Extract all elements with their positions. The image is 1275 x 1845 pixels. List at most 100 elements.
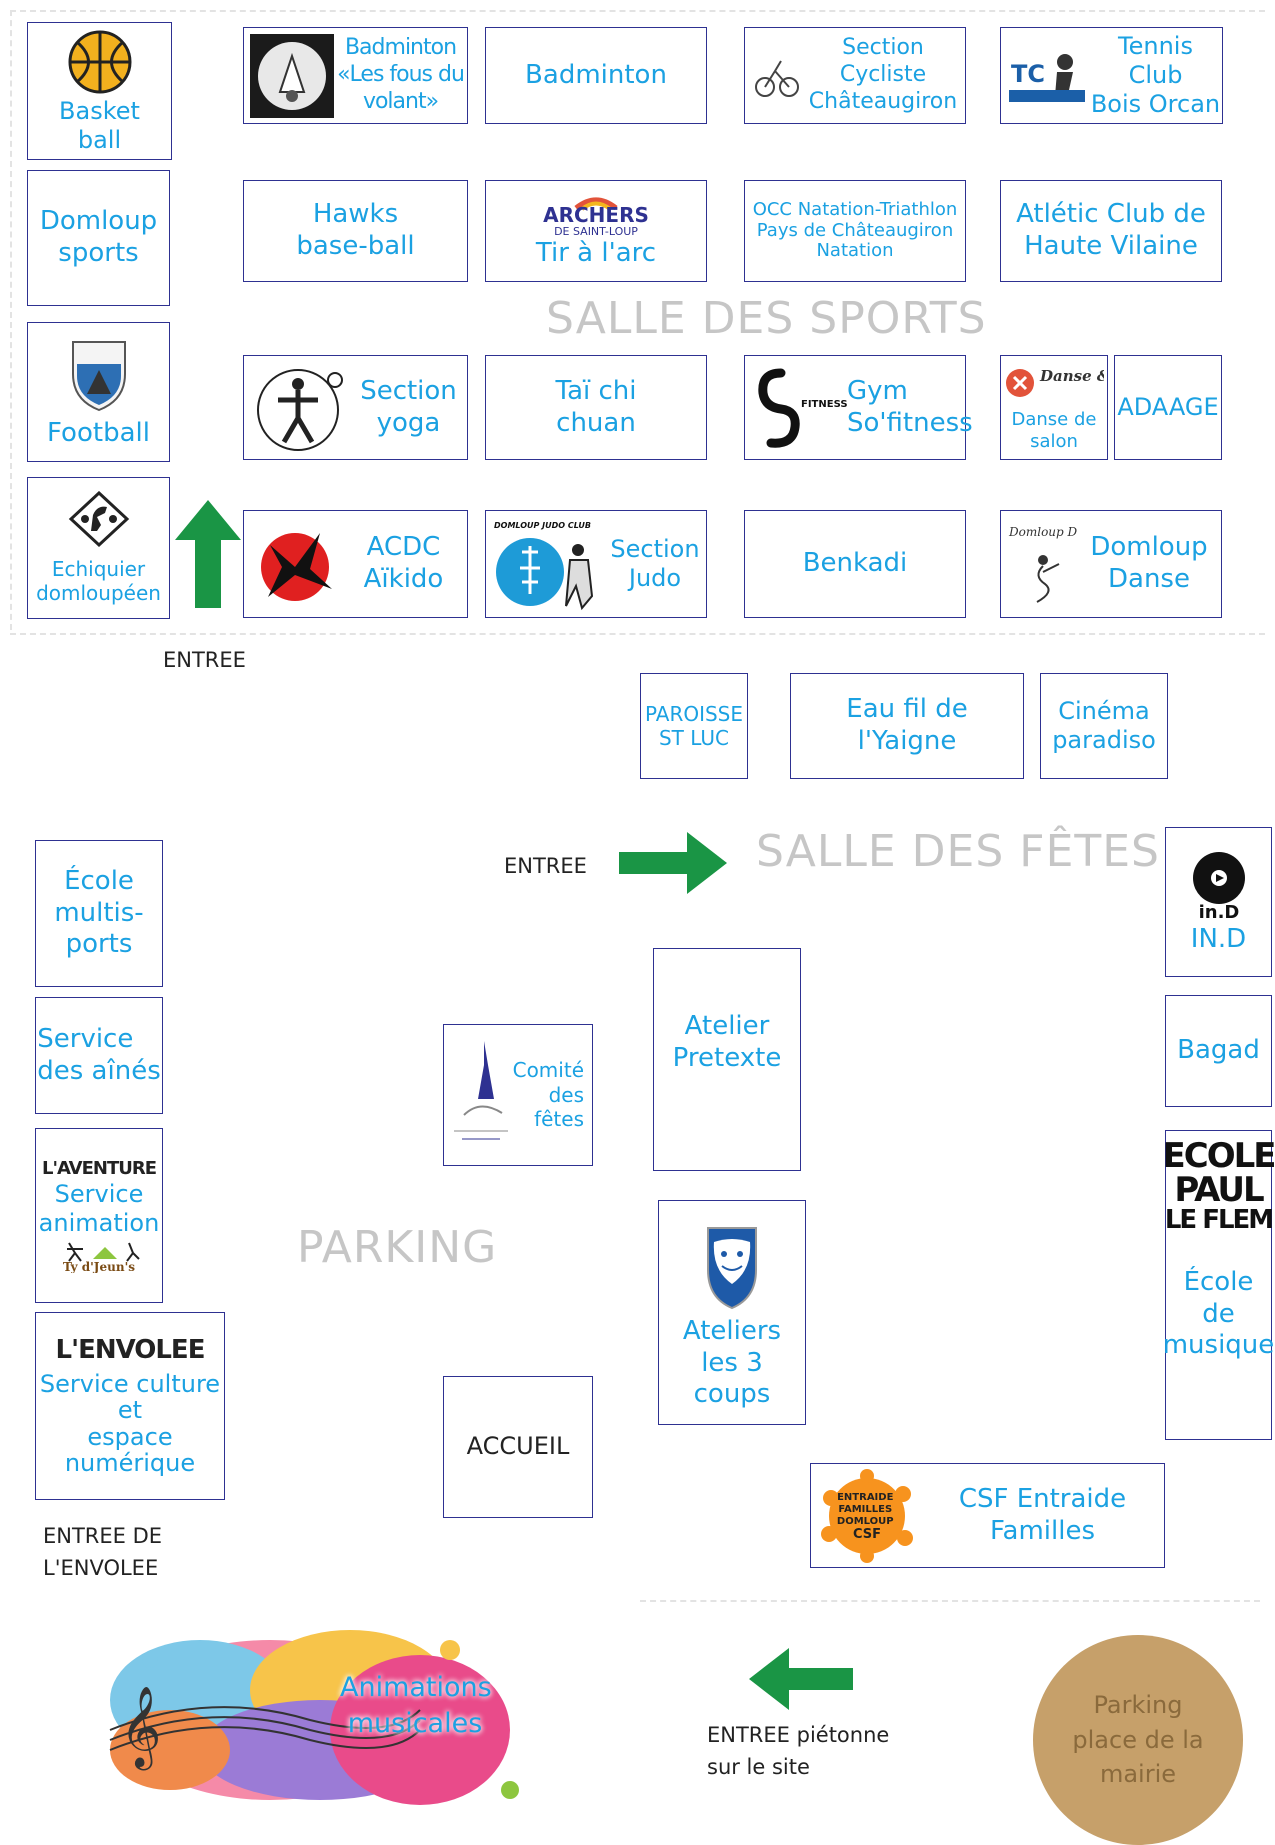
- stand-paroisse-label: PAROISSE ST LUC: [644, 701, 744, 750]
- stand-football[interactable]: Football: [27, 322, 170, 462]
- csf-entraide-logo-icon: ENTRAIDE FAMILLES DOMLOUP CSF: [821, 1468, 913, 1563]
- stand-occ-natation[interactable]: OCC Natation-Triathlon Pays de Châteaugi…: [744, 180, 966, 282]
- salle-des-fetes-title: SALLE DES FÊTES: [756, 826, 1160, 877]
- stand-csf-entraide[interactable]: ENTRAIDE FAMILLES DOMLOUP CSF CSF Entrai…: [810, 1463, 1165, 1568]
- aikido-logo-icon: [261, 533, 332, 601]
- entree-sports-label: ENTREE: [163, 648, 246, 672]
- stand-badminton-fous-label: Badminton «Les fous du volant»: [337, 35, 465, 114]
- entree-fetes-label: ENTREE: [504, 854, 587, 878]
- stand-badminton[interactable]: Badminton: [485, 27, 707, 124]
- stand-gym-sofitness-label: Gym So'fitness: [847, 375, 973, 438]
- stand-ecole-multisports-label: École multis- ports: [54, 865, 144, 960]
- stand-danse-de-salon[interactable]: Danse &Salon Danse de salon: [1000, 355, 1108, 460]
- stand-domloup-danse[interactable]: Domloup Danse Domloup Danse: [1000, 510, 1222, 618]
- stand-eau-fil-label: Eau fil de l'Yaigne: [846, 694, 968, 756]
- tennis-club-logo-icon: TC: [1009, 53, 1085, 102]
- stand-football-label: Football: [47, 418, 150, 449]
- danse-salon-logo-icon: Danse &Salon: [1006, 367, 1104, 397]
- sofitness-logo-icon: FITNESS: [758, 368, 847, 448]
- stand-bagad[interactable]: Bagad: [1165, 995, 1272, 1107]
- theatre-mask-logo-icon: [707, 1226, 757, 1310]
- ecole-paul-logo-line3: LE FLEM: [1164, 1205, 1274, 1235]
- fitness-logo-text: FITNESS: [801, 399, 847, 410]
- stand-echiquier[interactable]: Echiquier domloupéen: [27, 477, 170, 619]
- stand-atletic-club-label: Atlétic Club de Haute Vilaine: [1016, 199, 1206, 261]
- entree-pietonne-label: ENTREE piétonne sur le site: [707, 1723, 890, 1779]
- stand-domloup-danse-label: Domloup Danse: [1090, 532, 1208, 594]
- stand-acdc-aikido[interactable]: ACDC Aïkido: [243, 510, 468, 618]
- stand-echiquier-label: Echiquier domloupéen: [36, 556, 161, 605]
- stand-section-judo[interactable]: DOMLOUP JUDO CLUB Section Judo: [485, 510, 707, 618]
- stand-adaage[interactable]: ADAAGE: [1114, 355, 1222, 460]
- stand-eau-fil-de-lyaigne[interactable]: Eau fil de l'Yaigne: [790, 673, 1024, 779]
- judo-club-logo-icon: DOMLOUP JUDO CLUB: [494, 521, 594, 611]
- chess-knight-icon: [68, 490, 129, 547]
- sports-zone-top-border: [10, 10, 1265, 12]
- domloup-danse-logo-icon: Domloup Danse: [1008, 525, 1077, 603]
- stand-basket-ball-label: Basket ball: [59, 96, 140, 154]
- ty-djeuns-logo-icon: Ty d'Jeun's: [63, 1242, 140, 1273]
- stand-ateliers-3-coups-label: Ateliers les 3 coups: [682, 1315, 782, 1410]
- stand-domloup-sports[interactable]: Domloup sports: [27, 170, 170, 306]
- stand-section-judo-label: Section Judo: [610, 534, 700, 592]
- stand-accueil-label: ACCUEIL: [466, 1432, 570, 1461]
- stand-section-cycliste-label: Section Cycliste Châteaugiron: [808, 35, 958, 114]
- stand-danse-de-salon-label: Danse de salon: [1011, 408, 1097, 452]
- entree-envolee-label: ENTREE DE L'ENVOLEE: [43, 1524, 163, 1580]
- tc-logo-text: TC: [1011, 60, 1045, 88]
- stand-badminton-label: Badminton: [525, 59, 667, 90]
- stand-atelier-pretexte[interactable]: Atelier Pretexte: [653, 948, 801, 1171]
- stand-service-aines-label: Service des aînés: [37, 1023, 161, 1086]
- fetes-zone-bottom-border: [640, 1600, 1260, 1602]
- stand-atletic-club[interactable]: Atlétic Club de Haute Vilaine: [1000, 180, 1222, 282]
- stand-adaage-label: ADAAGE: [1117, 392, 1219, 421]
- ecole-paul-logo-line1: ECOLE: [1162, 1136, 1275, 1176]
- ecole-paul-le-flem-logo: ECOLE PAUL LE FLEM: [1163, 1139, 1275, 1233]
- stand-ecole-multisports[interactable]: École multis- ports: [35, 840, 163, 987]
- stand-basket-ball[interactable]: Basket ball: [27, 22, 172, 160]
- stand-service-animation[interactable]: L'AVENTURE Service animation Ty d'Jeun's: [35, 1128, 163, 1303]
- stand-badminton-fous-du-volant[interactable]: Badminton «Les fous du volant»: [243, 27, 468, 124]
- stand-tir-a-larc[interactable]: ARCHERS DE SAINT-LOUP Tir à l'arc: [485, 180, 707, 282]
- entree-fetes-arrow-icon: [619, 832, 727, 894]
- stand-paroisse-st-luc[interactable]: PAROISSE ST LUC: [640, 673, 748, 779]
- stand-hawks-baseball[interactable]: Hawks base-ball: [243, 180, 468, 282]
- stand-ecole-musique-label: École de musique: [1162, 1267, 1275, 1361]
- sports-zone-bottom-border: [10, 633, 1265, 635]
- football-crest-icon: [71, 341, 126, 412]
- lenvolee-logo: L'ENVOLEE: [55, 1335, 206, 1366]
- stand-service-culture[interactable]: L'ENVOLEE Service culture et espace numé…: [35, 1312, 225, 1500]
- stand-tai-chi-label: Taï chi chuan: [555, 375, 637, 438]
- stand-section-yoga[interactable]: Section yoga: [243, 355, 468, 460]
- salle-des-sports-title: SALLE DES SPORTS: [546, 293, 987, 344]
- stand-cinema-paradiso[interactable]: Cinéma paradiso: [1040, 673, 1168, 779]
- stand-service-animation-label: Service animation: [38, 1180, 160, 1238]
- stand-csf-entraide-label: CSF Entraide Familles: [958, 1483, 1127, 1546]
- archers-logo-text: ARCHERS: [543, 203, 649, 227]
- stand-ecole-de-musique[interactable]: ECOLE PAUL LE FLEM École de musique: [1162, 1130, 1275, 1440]
- stand-bagad-label: Bagad: [1177, 1035, 1260, 1066]
- stand-accueil[interactable]: ACCUEIL: [443, 1376, 593, 1518]
- stand-service-aines[interactable]: Service des aînés: [35, 997, 163, 1114]
- basketball-logo-icon: [68, 30, 131, 94]
- stand-comite-des-fetes[interactable]: Comité des fêtes: [443, 1024, 593, 1166]
- badminton-shuttlecock-icon: [250, 33, 334, 118]
- stand-section-cycliste[interactable]: Section Cycliste Châteaugiron: [744, 27, 966, 124]
- stand-gym-sofitness[interactable]: FITNESS Gym So'fitness: [744, 355, 973, 460]
- stand-tir-a-larc-label: Tir à l'arc: [535, 238, 657, 269]
- judo-logo-text: DOMLOUP JUDO CLUB: [494, 521, 591, 530]
- animations-musicales-label[interactable]: Animations musicales: [340, 1672, 492, 1740]
- stand-benkadi-label: Benkadi: [802, 548, 908, 579]
- ind-logo-text: in.D: [1198, 902, 1239, 920]
- stand-hawks-baseball-label: Hawks base-ball: [296, 199, 415, 261]
- stand-tai-chi[interactable]: Taï chi chuan: [485, 355, 707, 460]
- stand-ind[interactable]: in.D IN.D: [1165, 827, 1272, 977]
- stand-ateliers-3-coups[interactable]: Ateliers les 3 coups: [658, 1200, 806, 1425]
- cyclist-logo-icon: [755, 59, 799, 97]
- archers-logo-icon: ARCHERS DE SAINT-LOUP: [543, 197, 649, 238]
- parking-mairie-circle[interactable]: Parking place de la mairie: [1033, 1635, 1243, 1845]
- stand-benkadi[interactable]: Benkadi: [744, 510, 966, 618]
- stand-tennis-club[interactable]: TC Tennis Club Bois Orcan: [1000, 27, 1223, 124]
- stand-tennis-club-label: Tennis Club Bois Orcan: [1090, 31, 1221, 119]
- stand-acdc-aikido-label: ACDC Aïkido: [363, 532, 444, 594]
